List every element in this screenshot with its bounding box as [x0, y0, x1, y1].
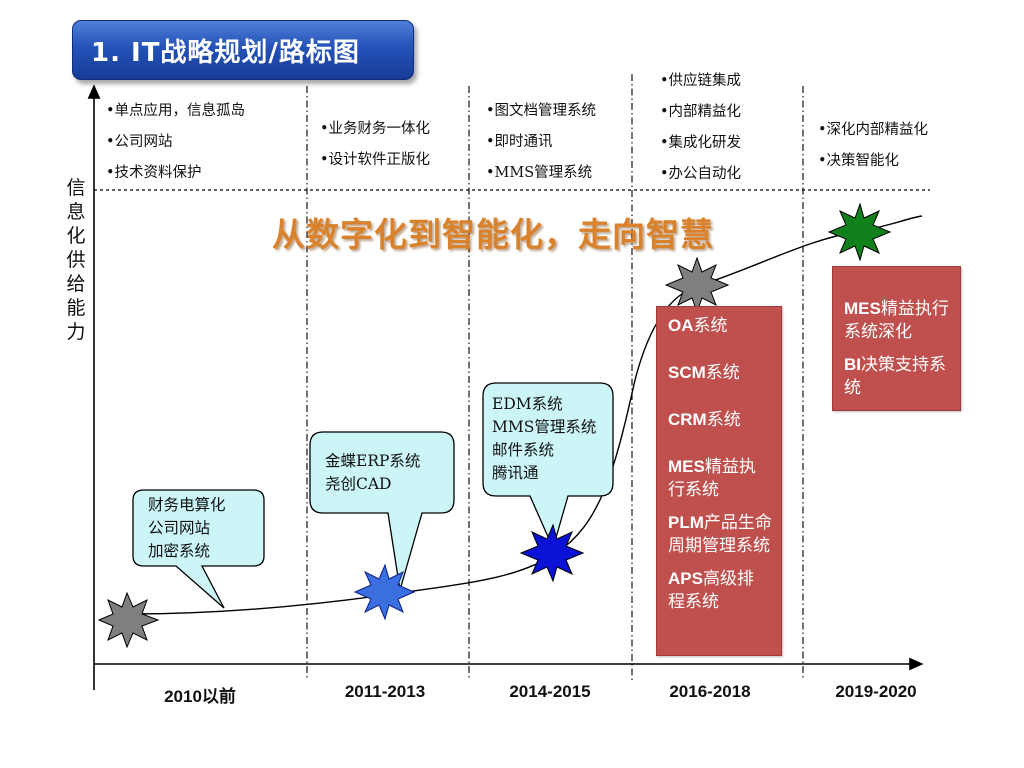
- period-label-2019: 2019-2020: [835, 682, 917, 701]
- y-axis-label-char: 息: [66, 201, 86, 223]
- bullets-2011: •业务财务一体化 •设计软件正版化: [320, 118, 430, 180]
- bullet-item: •供应链集成: [660, 73, 742, 89]
- bullet-item: •深化内部精益化: [818, 122, 929, 138]
- bullet-item: •单点应用，信息孤岛: [106, 103, 246, 119]
- y-axis-label-char: 力: [66, 321, 86, 343]
- period-label-2016: 2016-2018: [669, 682, 751, 701]
- milestone-star-2010: [97, 591, 160, 649]
- y-axis-label-char: 供: [66, 249, 86, 271]
- bullet-item: •即时通讯: [486, 134, 553, 150]
- bullet-item: •办公自动化: [660, 166, 742, 182]
- bullet-item: •设计软件正版化: [320, 152, 431, 168]
- milestone-star-2014: [519, 523, 585, 583]
- title-banner: 1. IT战略规划/路标图: [72, 20, 414, 80]
- callout-line: 加密系统: [148, 542, 211, 560]
- callout-line: 腾讯通: [492, 464, 539, 482]
- y-axis-label-char: 化: [66, 225, 86, 247]
- callout-bubble-2011: [309, 431, 455, 591]
- callout-text-2014: EDM系统 MMS管理系统 邮件系统 腾讯通: [492, 393, 596, 485]
- bullet-item: •决策智能化: [818, 153, 900, 169]
- bullets-2016: •供应链集成 •内部精益化 •集成化研发 •办公自动化: [660, 70, 741, 194]
- callout-line: 财务电算化: [148, 496, 226, 514]
- system-item: MES精益执行系统: [668, 457, 756, 499]
- system-item: OA系统: [668, 316, 728, 335]
- system-item: SCM系统: [668, 363, 740, 382]
- y-axis-label-char: 能: [66, 297, 86, 319]
- callout-bubble-2014: [482, 382, 614, 550]
- system-item: BI决策支持系统: [844, 355, 946, 397]
- period-label-2014: 2014-2015: [509, 682, 591, 701]
- callout-line: MMS管理系统: [492, 418, 597, 436]
- period-label-2011: 2011-2013: [344, 682, 426, 701]
- bullet-item: •业务财务一体化: [320, 121, 431, 137]
- callout-line: 尧创CAD: [325, 475, 392, 493]
- period-label-2010: 2010以前: [164, 687, 236, 706]
- system-item: CRM系统: [668, 410, 741, 429]
- system-item: APS高级排程系统: [668, 569, 754, 611]
- bullet-item: •图文档管理系统: [486, 103, 597, 119]
- milestone-star-2011: [353, 563, 416, 621]
- bullet-item: •集成化研发: [660, 135, 742, 151]
- slogan-text: 从数字化到智能化，走向智慧: [272, 215, 714, 254]
- callout-line: 邮件系统: [492, 441, 555, 459]
- callout-text-2011: 金蝶ERP系统 尧创CAD: [325, 450, 420, 496]
- y-axis-label: 信息化供给能力: [64, 176, 88, 344]
- growth-curve: [129, 215, 923, 615]
- page-title: 1. IT战略规划/路标图: [91, 38, 360, 68]
- bullet-item: •MMS管理系统: [486, 165, 593, 181]
- bullet-item: •公司网站: [106, 134, 173, 150]
- y-axis-label-char: 信: [66, 177, 86, 199]
- system-item: PLM产品生命周期管理系统: [668, 513, 772, 555]
- system-item: MES精益执行系统深化: [844, 299, 949, 341]
- callout-line: 公司网站: [148, 519, 211, 537]
- bullet-item: •技术资料保护: [106, 165, 202, 181]
- bullets-2019: •深化内部精益化 •决策智能化: [818, 119, 928, 181]
- bullet-item: •内部精益化: [660, 104, 742, 120]
- callout-line: 金蝶ERP系统: [325, 452, 421, 470]
- callout-bubble-2010: [132, 489, 265, 609]
- bullets-2014: •图文档管理系统 •即时通讯 •MMS管理系统: [486, 100, 596, 193]
- callout-line: EDM系统: [492, 395, 563, 413]
- bullets-2010: •单点应用，信息孤岛 •公司网站 •技术资料保护: [106, 100, 245, 193]
- systems-box-2016: OA系统 SCM系统 CRM系统 MES精益执行系统 PLM产品生命周期管理系统…: [656, 306, 782, 656]
- milestone-star-2016: [664, 256, 730, 314]
- milestone-star-2019: [827, 202, 892, 262]
- callout-text-2010: 财务电算化 公司网站 加密系统: [148, 494, 226, 563]
- y-axis-label-char: 给: [66, 273, 86, 295]
- systems-box-2019: MES精益执行系统深化 BI决策支持系统: [832, 266, 961, 411]
